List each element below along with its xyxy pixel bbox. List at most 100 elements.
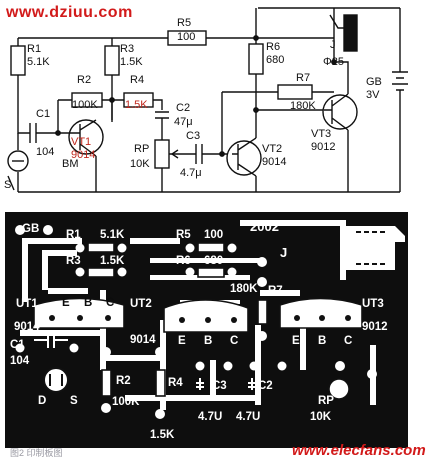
j-size: Φ25 (323, 56, 345, 68)
pcb-ut2-label: UT2 (130, 298, 152, 310)
c1-capacitor-symbol (29, 123, 68, 143)
vt2-transistor-leads (232, 137, 257, 192)
pcb-r1-label: R1 (66, 229, 81, 241)
pcb-s-label: S (70, 395, 78, 407)
pcb-solder-pads (15, 225, 377, 419)
pcb-mic-pins (49, 374, 63, 386)
brand-watermark: www.elecfans.com (292, 442, 426, 459)
s-ref: S (4, 179, 12, 191)
pcb-rp-outline (328, 378, 350, 400)
pcb-ut1-e: E (62, 297, 70, 309)
r1-resistor-symbol (10, 45, 26, 76)
pcb-layout (5, 212, 408, 448)
pcb-ut2-c: C (230, 335, 239, 347)
pcb-r3-label: R3 (66, 255, 81, 267)
c3-capacitor-symbol (178, 144, 232, 164)
circuit-figure: www.dziuu.com R1 5.1K R5 100 R3 1.5K R2 … (4, 5, 426, 459)
rp-wire (161, 153, 178, 192)
rp-wiper-arrow (170, 149, 179, 159)
pcb-gb-label: GB (22, 223, 40, 235)
gb-battery-symbol (392, 8, 408, 192)
figure-caption: 图2 印制板图 (10, 448, 63, 458)
pcb-c3-value: 4.7U (198, 411, 223, 423)
pcb-ut3-b: B (318, 335, 327, 347)
pcb-r2-label: R2 (116, 375, 131, 387)
junction-dot (109, 97, 115, 103)
r1-value: 5.1K (27, 56, 50, 68)
vt3-transistor-leads (324, 61, 349, 192)
r1-ref: R1 (27, 43, 42, 55)
c2-value: 47μ (174, 116, 193, 128)
r6-value: 680 (266, 54, 285, 66)
bm-ref: BM (62, 158, 79, 170)
r5-resistor-symbol (167, 30, 207, 46)
pcb-c1-label: C1 (10, 339, 25, 351)
pcb-ut2-value: 9014 (130, 334, 156, 346)
pcb-d-label: D (38, 395, 47, 407)
pcb-ut3-value: 9012 (362, 321, 388, 333)
pcb-ut1-b: B (84, 297, 93, 309)
r3-ref: R3 (120, 43, 135, 55)
r2-resistor-symbol (71, 92, 103, 108)
j-earphone-lead (329, 14, 344, 29)
j-ref: J (330, 39, 336, 51)
vt2-transistor-symbol (226, 140, 262, 176)
ut1-pad-outline (33, 297, 125, 329)
r3-value: 1.5K (120, 56, 143, 68)
r6-resistor-symbol (248, 43, 264, 75)
pcb-jack-outline (346, 226, 405, 270)
pcb-c3-label: C3 (212, 380, 227, 392)
pcb-j-label: J (280, 245, 288, 260)
figure-canvas (5, 7, 408, 448)
r2-value: 100K (72, 99, 98, 111)
ut2-pad-outline (163, 299, 249, 333)
vt1-transistor-symbol (68, 119, 104, 155)
pcb-c1-value: 104 (10, 355, 30, 367)
junction-dot (253, 35, 259, 41)
junction-dot (219, 151, 225, 157)
r5-ref: R5 (177, 17, 192, 29)
s-switch-symbol (7, 175, 15, 191)
r6-ref: R6 (266, 41, 281, 53)
r7-value: 180K (290, 100, 316, 112)
pcb-ut3-c: C (344, 335, 353, 347)
rp-value: 10K (130, 158, 150, 170)
r4-ref: R4 (130, 74, 145, 86)
top-wire (18, 7, 400, 39)
pcb-r2-value: 100K (112, 396, 140, 408)
pcb-ut3-label: UT3 (362, 298, 384, 310)
vt2-ref: VT2 (262, 143, 283, 155)
gb-value: 3V (366, 89, 380, 101)
pcb-r4-label: R4 (168, 377, 183, 389)
c1-ref: C1 (36, 108, 51, 120)
pcb-r5-value: 100 (204, 229, 224, 241)
junction-dot (331, 59, 337, 65)
pcb-r6-label: R6 (176, 255, 191, 267)
pcb-ut1-label: UT1 (16, 298, 38, 310)
pcb-ut1-c: C (106, 297, 115, 309)
pcb-transistor-pads (33, 297, 363, 333)
pcb-rp-value: 10K (310, 411, 332, 423)
pcb-r3-value: 1.5K (100, 255, 125, 267)
pcb-r1-value: 5.1K (100, 229, 125, 241)
c2-capacitor-symbol (155, 111, 169, 140)
pcb-mic-outline (43, 367, 69, 393)
pcb-rp-label: RP (318, 395, 334, 407)
pcb-r6-value: 680 (204, 255, 224, 267)
r4-resistor-symbol (123, 92, 154, 108)
vt3-value: 9012 (311, 141, 336, 153)
r7-resistor-symbol (277, 84, 313, 100)
junction-dot (55, 130, 61, 136)
c2-ref: C2 (176, 102, 191, 114)
vt3-ref: VT3 (311, 128, 332, 140)
gb-ref: GB (366, 76, 382, 88)
pcb-pad-holes (49, 315, 351, 323)
pcb-r4-value: 1.5K (150, 429, 175, 441)
pcb-cap-outlines (196, 378, 256, 390)
pcb-ut2-b: B (204, 335, 213, 347)
r7-ref: R7 (296, 72, 311, 84)
schematic-diagram (7, 7, 408, 193)
ut3-pad-outline (279, 297, 363, 329)
pcb-ut1-value: 9014 (14, 321, 40, 333)
rp-ref: RP (134, 143, 150, 155)
